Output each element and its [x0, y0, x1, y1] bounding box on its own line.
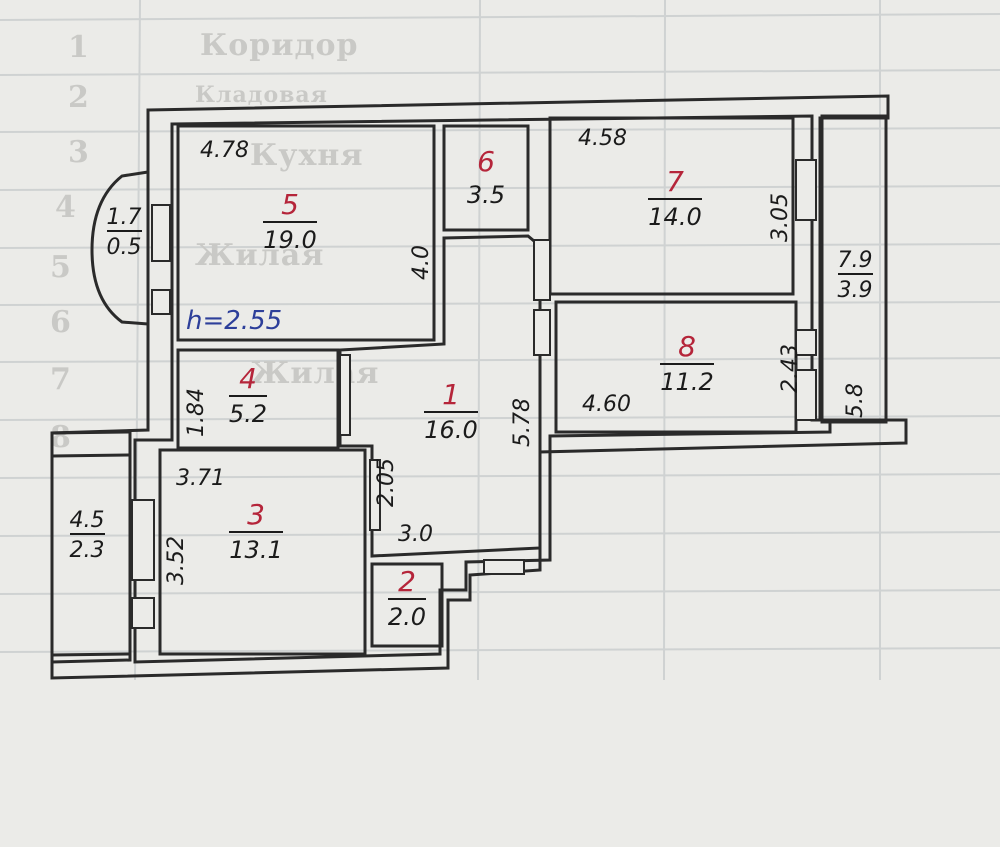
background-row-number: 1: [68, 30, 90, 65]
room-3-wall: [158, 448, 367, 656]
room-number: 2: [398, 565, 416, 598]
background-entry: Кладовая: [195, 82, 328, 108]
room-8-label: 8 11.2: [652, 330, 722, 396]
background-row-number: 2: [68, 80, 90, 115]
background-row-number: 7: [50, 362, 72, 397]
background-entry: Жилая: [195, 238, 325, 273]
room-number: 6: [477, 145, 495, 178]
balcony-right-wall: [820, 114, 888, 424]
room-8-height-dim: 2.43: [777, 344, 803, 393]
background-row-number: 3: [68, 135, 90, 170]
balcony-area: 0.5: [106, 230, 142, 260]
room-2-wall: [370, 562, 444, 648]
balcony-length: 4.5: [69, 508, 105, 533]
balcony-left-top-wall: [90, 170, 149, 326]
room-3-label: 3 13.1: [224, 498, 288, 564]
room-8-wall: [554, 300, 798, 434]
room-8-width-dim: 4.60: [582, 392, 631, 417]
room-area: 11.2: [660, 363, 714, 396]
background-entry: Коридор: [200, 28, 359, 63]
room-6-wall: [442, 124, 530, 232]
balcony-left-bottom-label: 4.5 2.3: [60, 508, 114, 563]
room-4-height-dim: 1.84: [183, 388, 209, 437]
room-2-label: 2 2.0: [376, 565, 438, 631]
room-area: 13.1: [229, 531, 283, 564]
room-5-label: 5 19.0: [255, 188, 325, 254]
room-area: 14.0: [648, 198, 702, 231]
window-marks: [131, 159, 817, 629]
background-entry: Жилая: [250, 356, 380, 391]
balcony-right-label: 7.9 3.9: [828, 248, 882, 303]
room-3-width-dim: 3.71: [176, 466, 225, 491]
balcony-area: 2.3: [69, 533, 105, 563]
room-number: 3: [247, 498, 265, 531]
corridor-height-dim: 2.05: [373, 458, 399, 507]
outer-wall: [50, 94, 908, 680]
room-4-label: 4 5.2: [222, 362, 274, 428]
room-number: 4: [239, 362, 257, 395]
room-number: 7: [666, 165, 684, 198]
balcony-length: 1.7: [106, 205, 142, 230]
background-row-number: 6: [50, 305, 72, 340]
balcony-right-length-dim: 5.8: [843, 383, 868, 418]
room-area: 3.5: [466, 181, 506, 209]
balcony-left-top-label: 1.7 0.5: [100, 205, 148, 260]
room-area: 16.0: [424, 411, 478, 444]
room-5-width-dim: 4.78: [200, 138, 249, 163]
room-area: 19.0: [263, 221, 317, 254]
ceiling-height-label: h=2.55: [186, 306, 283, 336]
room-7-width-dim: 4.58: [578, 126, 627, 151]
room-4-wall: [176, 348, 340, 450]
room-1-label: 1 16.0: [418, 378, 484, 444]
room-area: 2.0: [387, 598, 427, 631]
background-entry: Кухня: [250, 138, 364, 173]
room-area: 5.2: [228, 395, 268, 428]
room-5-wall: [176, 124, 436, 342]
corridor-length-dim: 5.78: [509, 398, 535, 447]
room-7-label: 7 14.0: [640, 165, 710, 231]
room-number: 5: [281, 188, 299, 221]
balcony-area: 3.9: [837, 273, 873, 303]
room-number: 8: [678, 330, 696, 363]
room-7-height-dim: 3.05: [767, 193, 793, 242]
balcony-length: 7.9: [837, 248, 873, 273]
room-6-label: 6 3.5: [458, 145, 514, 209]
background-row-number: 5: [50, 250, 72, 285]
room-7-wall: [548, 116, 795, 296]
balcony-left-bottom-wall: [51, 430, 132, 664]
background-row-number: 4: [55, 190, 77, 225]
room-3-height-dim: 3.52: [163, 536, 189, 585]
corridor-width-dim: 3.0: [398, 522, 433, 547]
room-number: 1: [442, 378, 460, 411]
background-row-number: 8: [50, 420, 72, 455]
room-5-height-dim: 4.0: [409, 245, 434, 280]
